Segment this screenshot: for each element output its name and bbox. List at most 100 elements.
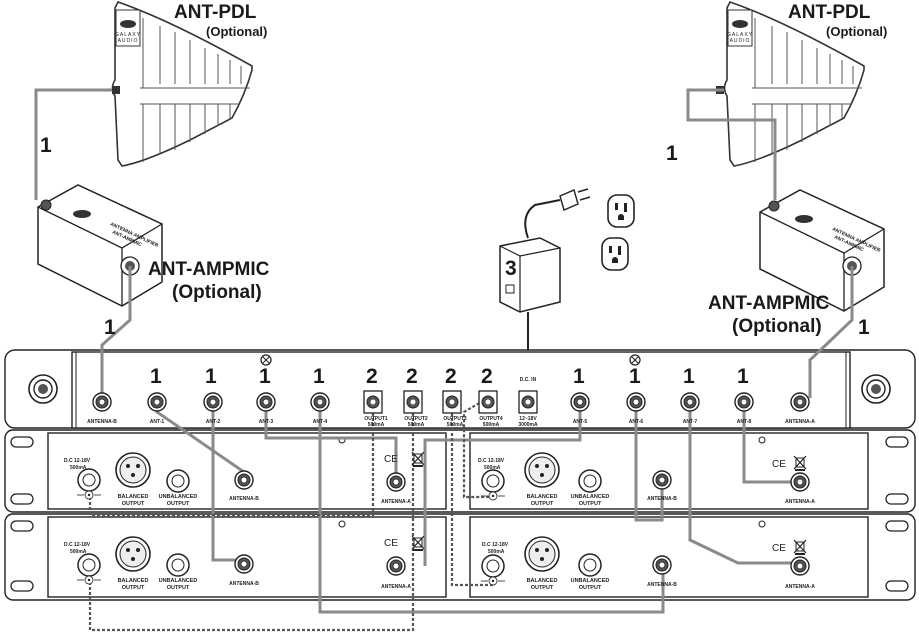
- label-output: OUTPUT: [531, 501, 554, 507]
- cable-numbers: 1 1 1 1 3 1 1 1 1 2 2 2 2 1 1 1 1: [40, 134, 870, 388]
- jack-antenna-b[interactable]: [234, 470, 254, 490]
- label-output-2: OUTPUT2: [404, 416, 428, 422]
- label-antenna-a: ANTENNA-A: [381, 499, 411, 505]
- label-output-ma: 500mA: [483, 422, 500, 428]
- antenna-amplifier-left: ANTENNA AMPLIFIER ANT-AMPMIC: [37, 184, 163, 307]
- optional-label: (Optional): [732, 316, 822, 337]
- jack-ant-2[interactable]: [203, 392, 223, 412]
- dc-jack[interactable]: [481, 469, 505, 493]
- label-output: OUTPUT: [579, 585, 602, 591]
- coax-cables: [34, 88, 854, 614]
- jack-antenna-b[interactable]: [652, 470, 672, 490]
- power-adapter: [499, 188, 591, 387]
- dc-jack[interactable]: [481, 554, 505, 578]
- cable-number: 1: [104, 316, 116, 339]
- dc-jack[interactable]: [77, 468, 101, 492]
- label-antenna-b: ANTENNA-B: [229, 581, 259, 587]
- jack-ant-7[interactable]: [680, 392, 700, 412]
- jack-ant-6[interactable]: [626, 392, 646, 412]
- label-output-ma: 500mA: [447, 422, 464, 428]
- jack-antenna-a[interactable]: [790, 392, 810, 412]
- wall-outlet-icon: [601, 237, 629, 271]
- ce-mark: CE: [772, 459, 786, 470]
- distro-jack-labels: ANTENNA-B ANT-1 ANT-2 ANT-3 ANT-4 OUTPUT…: [87, 377, 815, 428]
- label-dc: D.C 12-18V: [64, 458, 91, 464]
- receiver-1-right-panel: D.C 12-18V 500mA BALANCED OUTPUT UNBALAN…: [478, 452, 815, 507]
- label-dc: D.C 12-18V: [478, 458, 505, 464]
- log-periodic-antenna-right: GALAXY AUDIO: [716, 1, 865, 167]
- cable-number: 2: [366, 365, 378, 388]
- label-dc: D.C 12-18V: [64, 542, 91, 548]
- jack-ant-5[interactable]: [570, 392, 590, 412]
- cable-number: 2: [481, 365, 493, 388]
- quarter-inch-output[interactable]: [578, 553, 602, 577]
- jack-antenna-a[interactable]: [790, 556, 810, 576]
- xlr-balanced-output[interactable]: [524, 452, 560, 488]
- optional-label: (Optional): [172, 282, 262, 303]
- rack-slot: [10, 493, 34, 505]
- label-antenna-b: ANTENNA-B: [647, 496, 677, 502]
- label-unbalanced: UNBALANCED: [159, 578, 198, 584]
- wall-outlet-icon: [607, 194, 635, 228]
- jack-antenna-b[interactable]: [652, 555, 672, 575]
- jack-output-4[interactable]: [478, 390, 498, 414]
- jack-antenna-a[interactable]: [386, 556, 406, 576]
- cable-number: 1: [666, 142, 678, 165]
- label-output: OUTPUT: [531, 585, 554, 591]
- cable-number: 2: [445, 365, 457, 388]
- xlr-balanced-output[interactable]: [115, 536, 151, 572]
- label-antenna-b: ANTENNA-B: [229, 496, 259, 502]
- label-balanced: BALANCED: [527, 494, 558, 500]
- title-ant-ampmic-left: ANT-AMPMIC: [148, 259, 270, 280]
- label-output-3: OUTPUT3: [443, 416, 467, 422]
- quarter-inch-output[interactable]: [166, 469, 190, 493]
- label-ant-7: ANT-7: [683, 419, 698, 425]
- label-antenna-a: ANTENNA-A: [785, 419, 815, 425]
- label-dc: D.C 12-18V: [482, 542, 509, 548]
- jack-antenna-a[interactable]: [386, 472, 406, 492]
- rack-slot: [885, 436, 909, 448]
- ce-mark: CE: [384, 538, 398, 549]
- xlr-balanced-output[interactable]: [524, 536, 560, 572]
- jack-antenna-b[interactable]: [234, 554, 254, 574]
- brand-text: AUDIO: [730, 38, 751, 44]
- cable-number: 1: [205, 365, 217, 388]
- brand-text: AUDIO: [118, 38, 139, 44]
- quarter-inch-output[interactable]: [578, 469, 602, 493]
- ce-mark: CE: [772, 543, 786, 554]
- jack-output-2[interactable]: [403, 390, 423, 414]
- jack-antenna-a[interactable]: [790, 472, 810, 492]
- ce-mark: CE: [384, 454, 398, 465]
- jack-ant-4[interactable]: [310, 392, 330, 412]
- label-ma: 500mA: [488, 549, 505, 555]
- cable-number: 3: [505, 257, 517, 280]
- jack-ant-1[interactable]: [147, 392, 167, 412]
- optional-label: (Optional): [826, 24, 887, 39]
- jack-dc-in[interactable]: [518, 390, 538, 414]
- jack-ant-3[interactable]: [256, 392, 276, 412]
- cable-number: 1: [313, 365, 325, 388]
- quarter-inch-output[interactable]: [166, 553, 190, 577]
- rack-ear-left: [28, 374, 58, 404]
- title-ant-ampmic-right: ANT-AMPMIC: [708, 293, 830, 314]
- cable-number: 1: [737, 365, 749, 388]
- jack-output-3[interactable]: [442, 390, 462, 414]
- rack-slot: [10, 580, 34, 592]
- cable-number: 1: [150, 365, 162, 388]
- label-balanced: BALANCED: [527, 578, 558, 584]
- label-dc-spec: 12~18V: [519, 416, 537, 422]
- label-ant-1: ANT-1: [150, 419, 165, 425]
- label-output: OUTPUT: [122, 501, 145, 507]
- cable-number: 1: [629, 365, 641, 388]
- dc-jack[interactable]: [77, 553, 101, 577]
- label-antenna-a: ANTENNA-A: [381, 584, 411, 590]
- jack-ant-8[interactable]: [734, 392, 754, 412]
- label-ant-4: ANT-4: [313, 419, 328, 425]
- cable-number: 1: [573, 365, 585, 388]
- label-ant-8: ANT-8: [737, 419, 752, 425]
- label-antenna-b: ANTENNA-B: [87, 419, 117, 425]
- label-output-ma: 500mA: [408, 422, 425, 428]
- jack-output-1[interactable]: [363, 390, 383, 414]
- jack-antenna-b[interactable]: [92, 392, 112, 412]
- xlr-balanced-output[interactable]: [115, 452, 151, 488]
